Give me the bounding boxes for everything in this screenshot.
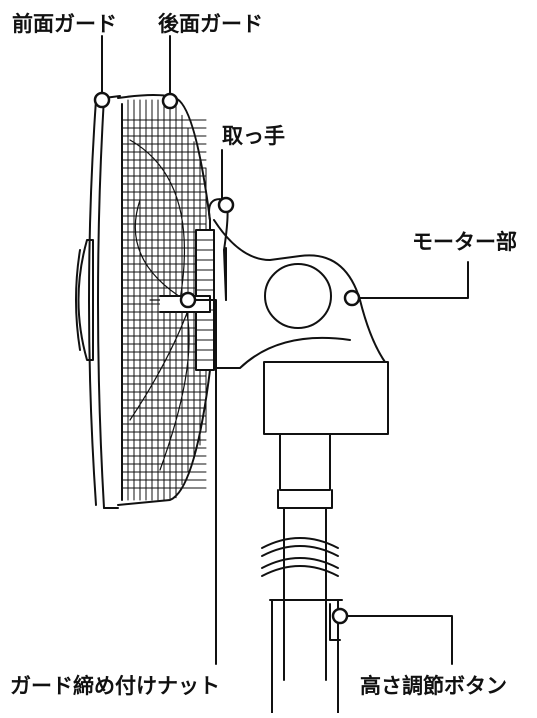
label-height-button: 高さ調節ボタン — [360, 674, 507, 698]
leader-lines — [101, 35, 469, 665]
marker-motor — [343, 289, 361, 307]
label-front-guard: 前面ガード — [12, 12, 117, 36]
label-rear-guard: 後面ガード — [158, 12, 263, 36]
lower-pole — [269, 599, 343, 714]
marker-handle — [217, 196, 235, 214]
label-motor: モーター部 — [412, 230, 517, 254]
label-handle: 取っ手 — [222, 124, 285, 148]
pole-joint — [263, 361, 389, 435]
marker-guard-nut — [179, 291, 197, 309]
marker-rear-guard — [161, 92, 179, 110]
callout-markers — [93, 91, 361, 625]
front-cap — [75, 239, 94, 361]
label-guard-nut: ガード締め付けナット — [10, 674, 220, 698]
marker-height-button — [331, 607, 349, 625]
upper-pole — [261, 433, 339, 681]
motor-housing — [213, 219, 386, 369]
marker-front-guard — [93, 91, 111, 109]
